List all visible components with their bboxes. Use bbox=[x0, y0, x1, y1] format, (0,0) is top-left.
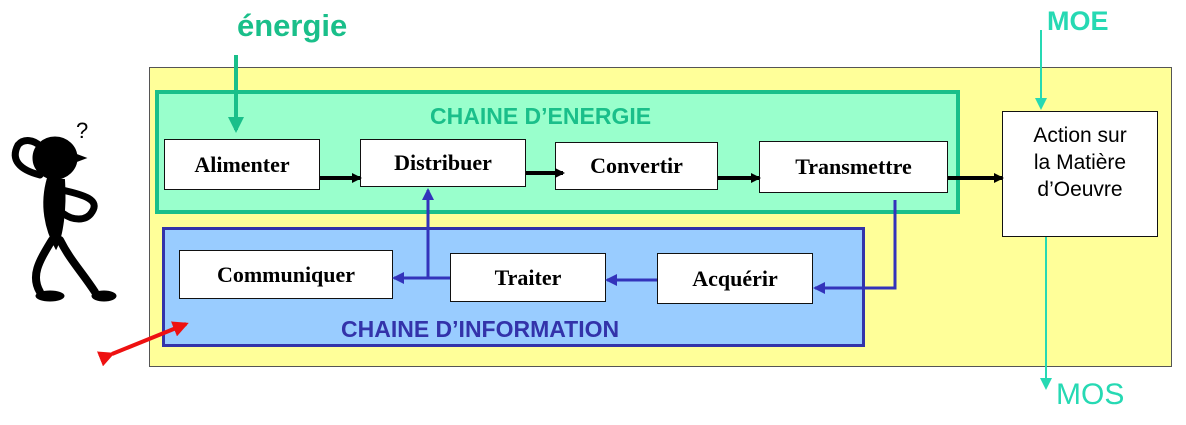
energy-input-label: énergie bbox=[237, 8, 348, 43]
question-mark: ? bbox=[76, 118, 88, 143]
communiquer-label: Communiquer bbox=[216, 261, 356, 287]
transmettre-label: Transmettre bbox=[795, 154, 912, 179]
user-interaction-arrow bbox=[96, 321, 189, 367]
energy-chain-title: CHAINE D’ENERGIE bbox=[430, 103, 652, 129]
mos-label: MOS bbox=[1056, 378, 1125, 411]
convertir-label: Convertir bbox=[590, 153, 683, 178]
distribuer-label: Distribuer bbox=[394, 150, 492, 175]
distribuer-block: Distribuer bbox=[360, 139, 526, 187]
moe-label: MOE bbox=[1047, 6, 1109, 36]
communiquer-block: Communiquer bbox=[179, 250, 393, 299]
traiter-label: Traiter bbox=[494, 264, 562, 290]
action-line-3: d’Oeuvre bbox=[1037, 178, 1123, 201]
convertir-block: Convertir bbox=[555, 142, 718, 190]
transmettre-block: Transmettre bbox=[759, 141, 948, 193]
information-chain-title: CHAINE D’INFORMATION bbox=[341, 316, 620, 342]
arrow-transmettre-acquerir bbox=[813, 200, 897, 294]
action-line-1: Action sur bbox=[1033, 124, 1127, 147]
alimenter-label: Alimenter bbox=[194, 151, 290, 177]
action-line-2: la Matière bbox=[1033, 151, 1127, 174]
acquerir-block: Acquérir bbox=[657, 253, 813, 304]
thinking-person-icon bbox=[11, 136, 117, 302]
alimenter-block: Alimenter bbox=[164, 139, 320, 190]
acquerir-label: Acquérir bbox=[692, 265, 778, 291]
